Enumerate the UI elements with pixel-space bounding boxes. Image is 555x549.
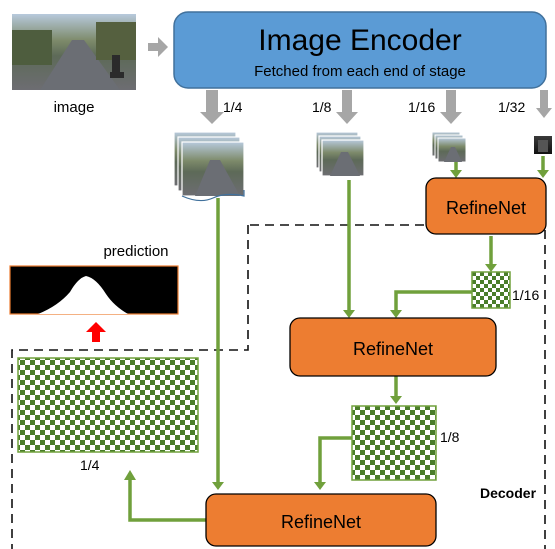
- arrow-heads: [124, 170, 549, 490]
- arrow-refinenet-bot-to-map4: [128, 478, 208, 522]
- feature-map-1-16: [471, 271, 511, 309]
- feature-stack-1-32: [534, 136, 552, 154]
- refinenet-bottom-label: RefineNet: [281, 512, 361, 532]
- down-arrow-1-16: [440, 90, 462, 124]
- refinenet-middle-label: RefineNet: [353, 339, 433, 359]
- decoder-arrows: [128, 156, 545, 522]
- prediction-label: prediction: [103, 243, 168, 260]
- feature-stack-1-8: [315, 131, 365, 177]
- arrow-map8-to-refinenet-bot: [318, 436, 352, 484]
- down-arrow-1-8: [336, 90, 358, 124]
- refinenet-block-bottom: [205, 493, 437, 547]
- scale-label-1-8: 1/8: [312, 99, 332, 115]
- feature-map-1-4: [17, 357, 199, 453]
- scale-label-1-16: 1/16: [408, 99, 435, 115]
- encoder-subtitle: Fetched from each end of stage: [254, 63, 466, 80]
- stage-arrows: [200, 90, 552, 124]
- scale-label-1-32: 1/32: [498, 99, 525, 115]
- feature-stack-1-16: [431, 131, 467, 163]
- prediction-mask: [9, 265, 179, 315]
- red-up-arrow: [86, 322, 106, 342]
- map-label-1-8: 1/8: [440, 429, 460, 445]
- down-arrow-1-4: [200, 90, 224, 124]
- encoder-title: Image Encoder: [258, 24, 461, 57]
- down-arrow-1-32: [536, 90, 552, 118]
- feature-map-1-8: [351, 405, 437, 481]
- feature-stack-1-4: [173, 131, 245, 202]
- arrow-map16-to-refinenet-mid: [394, 290, 472, 312]
- input-label: image: [54, 99, 95, 116]
- refinenet-block-middle: [289, 317, 497, 377]
- refinenet-block-top: [425, 177, 547, 235]
- scale-label-1-4: 1/4: [223, 99, 243, 115]
- decoder-label: Decoder: [480, 485, 537, 501]
- map-label-1-16: 1/16: [512, 287, 539, 303]
- image-encoder-box: [173, 11, 547, 89]
- refinenet-top-label: RefineNet: [446, 198, 526, 218]
- input-arrow: [148, 37, 168, 57]
- input-image: [12, 14, 136, 90]
- map-label-1-4: 1/4: [80, 457, 100, 473]
